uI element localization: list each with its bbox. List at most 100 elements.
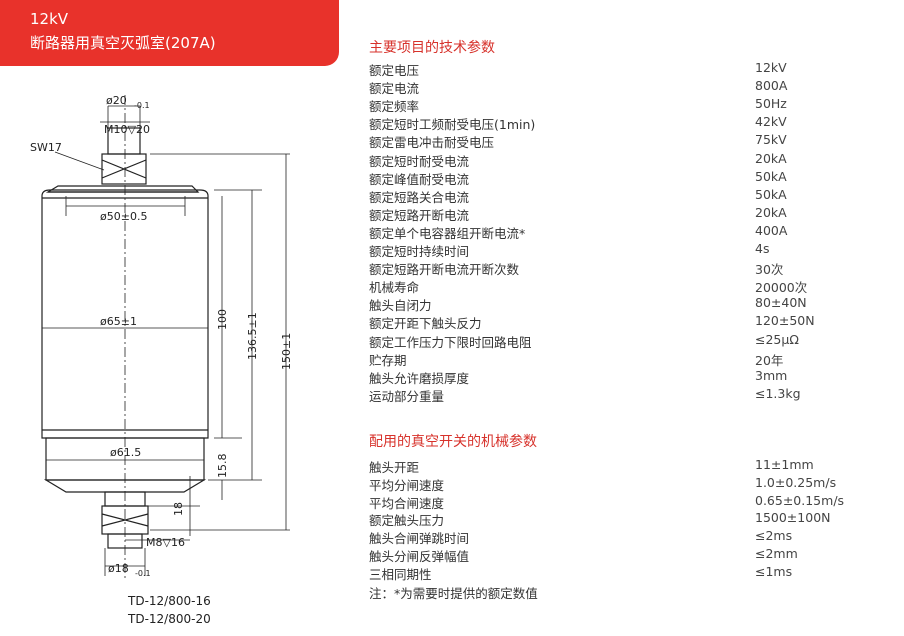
param-value: 42kV (755, 114, 787, 130)
param-row: 触头开距 11±1mm (369, 457, 814, 475)
param-label: 额定电流 (369, 81, 420, 97)
h100-label: 100 (216, 309, 229, 330)
param-label: 额定雷电冲击耐受电压 (369, 135, 495, 151)
param-row: 触头自闭力 80±40N (369, 295, 809, 313)
header-banner: 12kV 断路器用真空灭弧室(207A) (0, 0, 339, 66)
param-value: ≤1.3kg (755, 385, 801, 401)
param-value: ≤2ms (755, 528, 793, 544)
param-value: 4s (755, 241, 770, 256)
param-label: 触头开距 (369, 460, 420, 475)
bottom-thread-label: M8▽16 (146, 536, 185, 549)
param-row: 触头合闸弹跳时间 ≤2ms (369, 528, 809, 546)
param-value: 120±50N (755, 313, 815, 329)
param-label: 额定单个电容器组开断电流* (369, 225, 526, 241)
param-row: 额定短时工频耐受电压(1min) 42kV (369, 114, 809, 132)
param-label: 额定短时耐受电流 (369, 153, 470, 169)
interrupter-drawing: ø20 -0.1 M10▽20 SW17 ø50±0.5 ø65±1 ø61.5… (30, 94, 293, 580)
param-row: 额定短路开断电流 20kA (369, 205, 809, 223)
param-label: 额定工作压力下限时回路电阻 (369, 334, 532, 350)
lower-dia-label: ø61.5 (110, 446, 141, 459)
wrench-label: SW17 (30, 141, 62, 154)
param-label: 三相同期性 (369, 566, 432, 582)
param-row: 运动部分重量 ≤1.3kg (369, 386, 809, 404)
body-dia-label: ø65±1 (100, 315, 137, 328)
param-label: 平均合闸速度 (369, 495, 445, 511)
param-value: 20kA (755, 204, 787, 220)
param-row: 额定开距下触头反力 120±50N (369, 313, 815, 332)
param-label: 触头自闭力 (369, 298, 432, 314)
param-value: 80±40N (755, 295, 807, 311)
param-value: 400A (755, 222, 788, 238)
param-label: 触头分闸反弹幅值 (369, 549, 470, 564)
param-row: 三相同期性 ≤1ms (369, 564, 809, 582)
param-label: 运动部分重量 (369, 388, 445, 404)
param-row: 额定工作压力下限时回路电阻 ≤25μΩ (369, 332, 809, 350)
param-value: 50Hz (755, 96, 787, 112)
param-value: 800A (755, 78, 788, 94)
model-item: TD-12/800-16 (128, 594, 211, 608)
param-value: 20000次 (755, 280, 808, 296)
param-row: 额定电流 800A (369, 78, 809, 96)
param-value: 11±1mm (755, 457, 814, 472)
param-value: 12kV (755, 60, 787, 75)
voltage-title: 12kV (30, 10, 69, 28)
param-label: 额定触头压力 (369, 513, 445, 529)
param-label: 额定短时工频耐受电压(1min) (369, 117, 536, 133)
model-list: TD-12/800-16 TD-12/800-20 (128, 592, 211, 628)
param-row: 触头分闸反弹幅值 ≤2mm (369, 546, 809, 564)
param-row: 额定触头压力 1500±100N (369, 510, 831, 529)
param-label: 平均分闸速度 (369, 477, 445, 493)
top-dia-label: ø20 (106, 94, 127, 107)
bottom-dia-tol: -0.1 (135, 569, 151, 578)
h150-label: 150±1 (280, 333, 293, 370)
param-label: 触头允许磨损厚度 (369, 370, 470, 386)
mech-params-title: 配用的真空开关的机械参数 (369, 434, 537, 450)
param-label: 机械寿命 (369, 280, 420, 296)
param-value: 30次 (755, 262, 784, 278)
param-value: 0.65±0.15m/s (755, 492, 845, 508)
product-title: 断路器用真空灭弧室(207A) (30, 34, 216, 52)
param-value: 20年 (755, 352, 784, 368)
param-label: 贮存期 (369, 352, 407, 368)
param-value: 1500±100N (755, 510, 831, 526)
tech-params-title: 主要项目的技术参数 (369, 40, 495, 56)
param-row: 贮存期 20年 (369, 350, 809, 368)
param-value: ≤2mm (755, 546, 798, 561)
param-row: 额定雷电冲击耐受电压 75kV (369, 132, 809, 150)
param-value: 20kA (755, 150, 787, 166)
h158-label: 15.8 (216, 454, 229, 479)
param-row: 额定短时耐受电流 20kA (369, 151, 809, 169)
param-row: 平均分闸速度 1.0±0.25m/s (369, 475, 836, 493)
param-label: 额定短路开断电流 (369, 207, 470, 223)
param-row: 额定短路开断电流开断次数 30次 (369, 259, 809, 277)
footnote: 注：*为需要时提供的额定数值 (369, 586, 538, 601)
top-dia-tol: -0.1 (134, 101, 150, 110)
model-item: TD-12/800-20 (128, 612, 211, 626)
h18-label: 18 (172, 502, 185, 516)
param-row: 平均合闸速度 0.65±0.15m/s (369, 493, 844, 511)
param-label: 额定短时持续时间 (369, 244, 470, 259)
param-label: 额定短路开断电流开断次数 (369, 262, 520, 278)
param-row: 额定峰值耐受电流 50kA (369, 169, 809, 187)
param-label: 触头合闸弹跳时间 (369, 531, 470, 547)
param-row: 额定短路关合电流 50kA (369, 187, 809, 205)
param-row: 额定电压 12kV (369, 60, 809, 78)
param-row: 机械寿命 20000次 (369, 277, 809, 295)
param-value: 3mm (755, 367, 788, 383)
param-row: 额定短时持续时间 4s (369, 241, 809, 259)
param-label: 额定开距下触头反力 (369, 316, 482, 332)
bottom-dia-label: ø18 (108, 562, 129, 575)
param-value: ≤1ms (755, 563, 793, 579)
param-value: 50kA (755, 168, 787, 184)
param-value: ≤25μΩ (755, 331, 799, 347)
param-label: 额定峰值耐受电流 (369, 171, 470, 187)
param-value: 50kA (755, 186, 787, 202)
param-label: 额定电压 (369, 63, 420, 78)
top-thread-label: M10▽20 (104, 123, 150, 136)
param-value: 1.0±0.25m/s (755, 474, 837, 490)
param-label: 额定短路关合电流 (369, 189, 470, 205)
param-row: 额定单个电容器组开断电流* 400A (369, 223, 809, 241)
flange-dia-label: ø50±0.5 (100, 210, 147, 223)
param-value: 75kV (755, 132, 787, 148)
